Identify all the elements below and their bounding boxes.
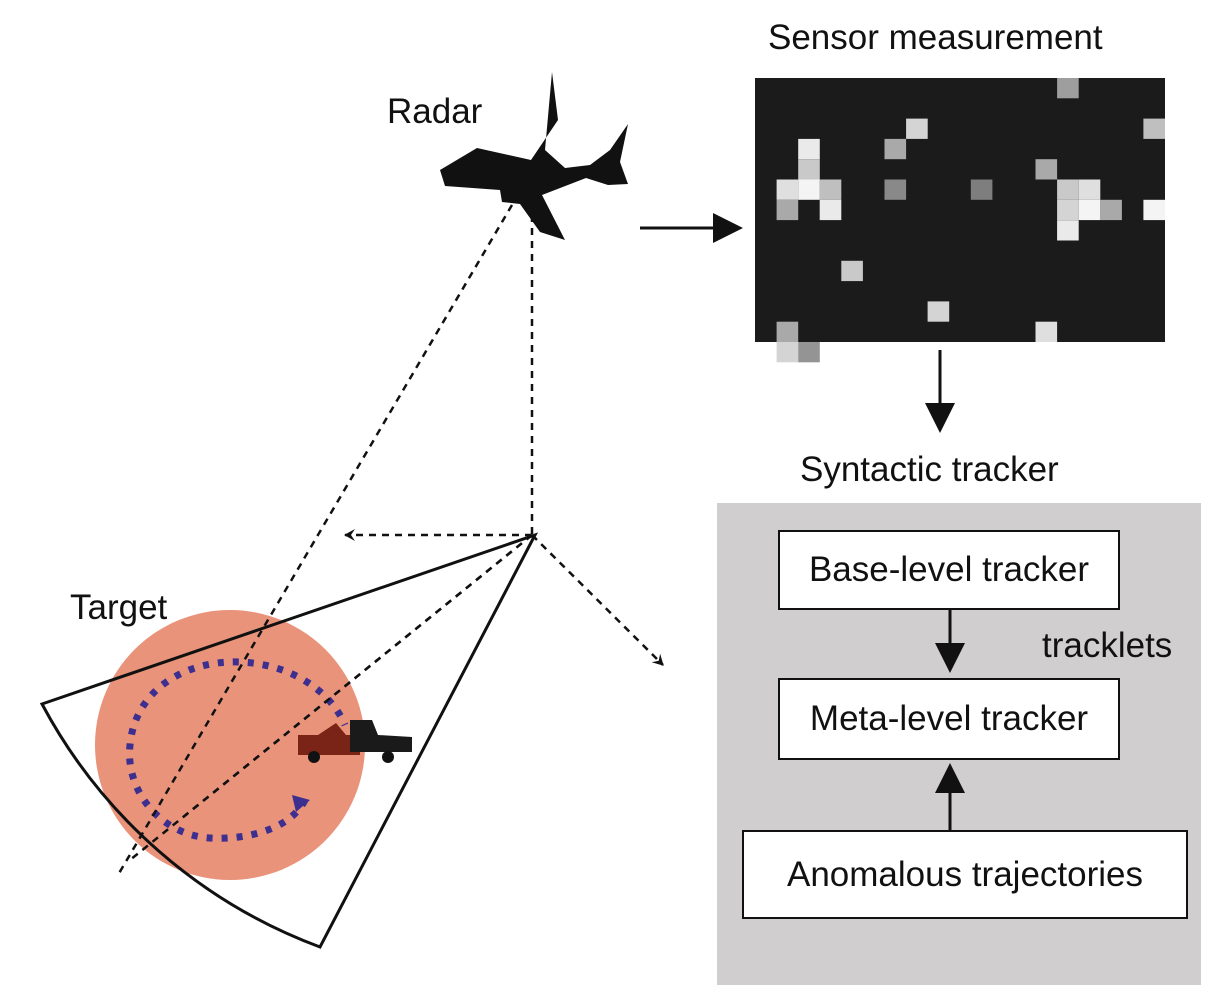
syntactic-tracker-label: Syntactic tracker — [800, 450, 1059, 489]
sensor-pixel-cells — [776, 78, 1165, 363]
sensor-pixel — [798, 179, 820, 200]
sensor-measurement-label: Sensor measurement — [768, 18, 1103, 57]
sensor-pixel — [819, 179, 842, 200]
sensor-pixel — [1078, 199, 1101, 221]
radar-label: Radar — [387, 92, 483, 131]
scatter-arrow-right — [531, 534, 664, 666]
sensor-pixel — [970, 179, 993, 200]
sensor-pixel — [776, 179, 799, 200]
sensor-pixel — [798, 342, 820, 363]
sensor-pixel — [776, 342, 799, 363]
trajectory-arrow-icon — [292, 795, 310, 812]
sensor-pixel — [776, 199, 799, 221]
sensor-pixel — [1057, 179, 1079, 200]
sensor-pixel — [927, 301, 950, 322]
sensor-pixel — [1143, 199, 1165, 221]
sensor-pixel — [776, 321, 799, 342]
sensor-pixel — [884, 179, 907, 200]
tracklets-label: tracklets — [1042, 626, 1173, 665]
sensor-pixel — [819, 199, 842, 221]
sensor-pixel — [906, 118, 928, 139]
airplane-icon — [440, 72, 628, 240]
radar-beam-sector — [39, 532, 539, 949]
anomalous-trajectories-box: Anomalous trajectories — [742, 830, 1188, 919]
target-trajectory-spiral — [126, 658, 349, 842]
sensor-pixel — [1078, 179, 1101, 200]
sensor-pixel — [1035, 321, 1058, 342]
truck-icon — [298, 720, 412, 763]
sensor-pixel — [798, 138, 820, 160]
target-area — [95, 610, 365, 880]
sensor-pixel — [1057, 78, 1079, 99]
sensor-pixel — [1057, 220, 1079, 241]
reflection-line-2 — [181, 534, 533, 819]
sensor-pixel — [841, 260, 863, 282]
sensor-pixel — [1143, 118, 1165, 139]
sensor-pixel — [1100, 199, 1122, 221]
sensor-pixel — [1035, 159, 1058, 180]
sensor-pixel — [798, 159, 820, 180]
target-label: Target — [70, 588, 168, 627]
meta-level-tracker-box: Meta-level tracker — [778, 678, 1120, 760]
sensor-pixel — [1057, 199, 1079, 221]
sensor-pixel — [884, 138, 907, 160]
base-level-tracker-box: Base-level tracker — [778, 530, 1120, 610]
